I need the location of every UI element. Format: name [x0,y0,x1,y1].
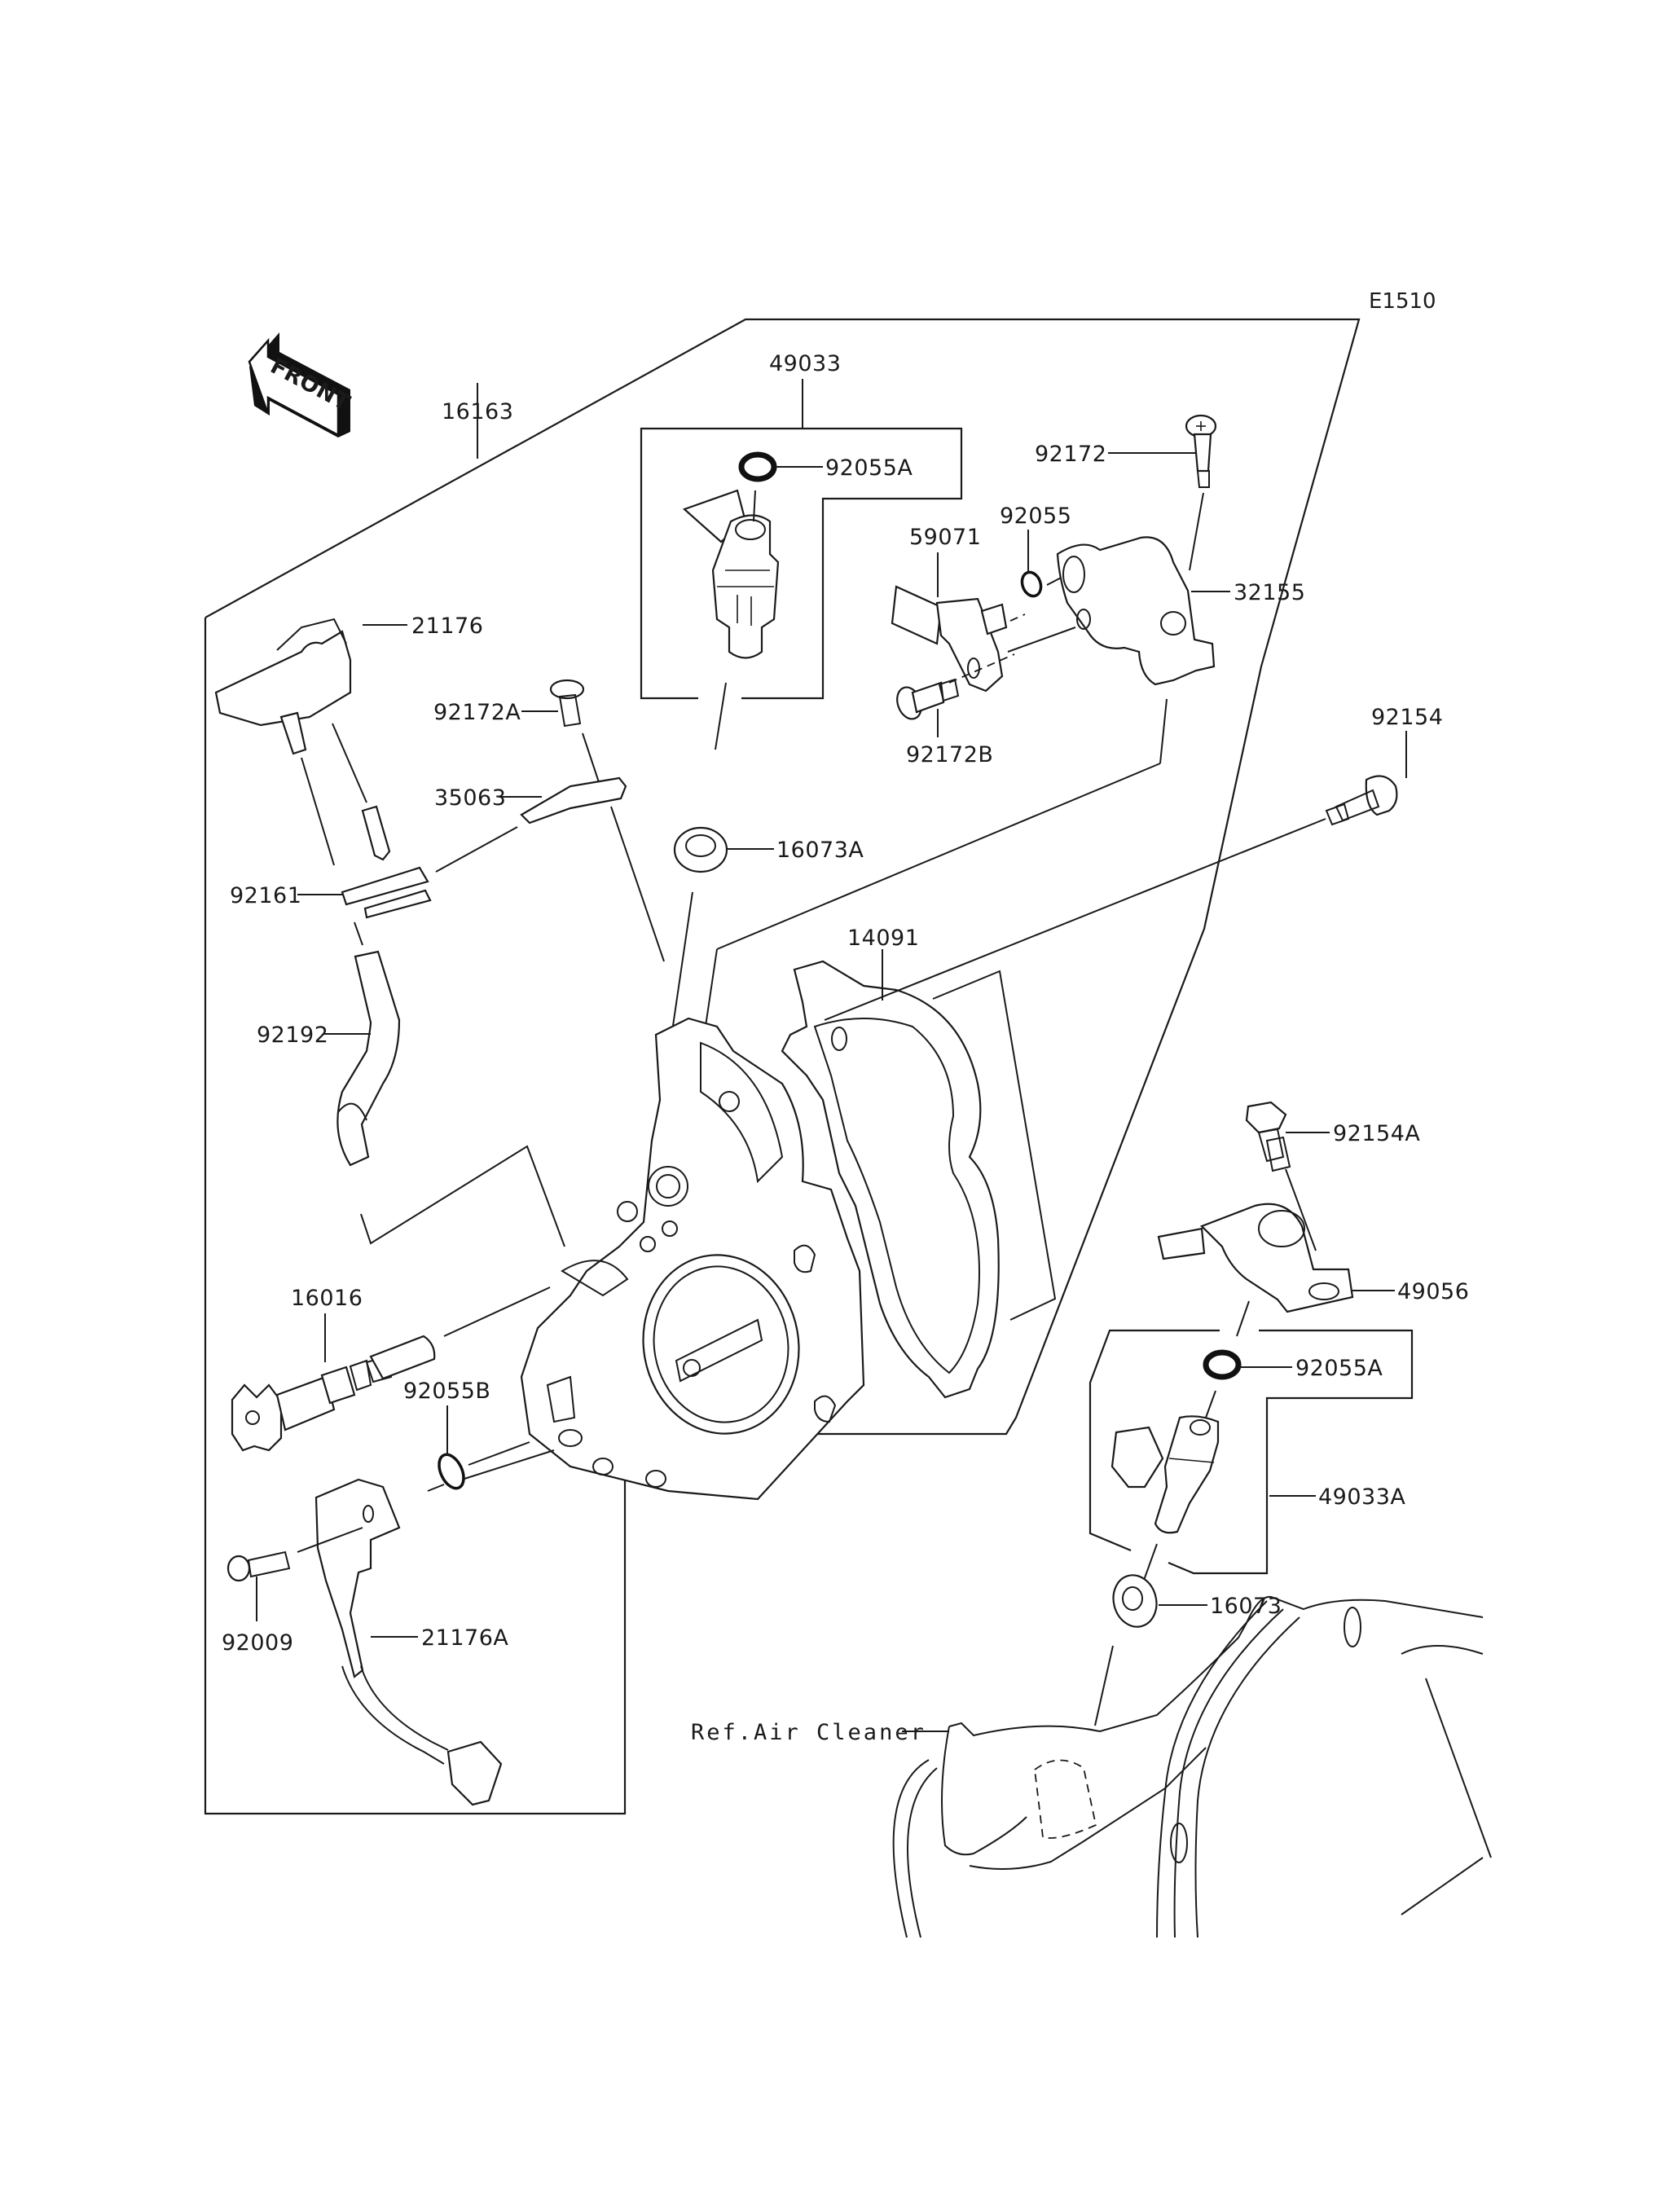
sensor-59071 [891,585,1008,693]
o-ring-92055a-upper [738,451,777,482]
callout-92154a[interactable]: 92154A [1333,1121,1420,1146]
callout-32155[interactable]: 32155 [1234,580,1305,605]
callout-49033[interactable]: 49033 [769,351,841,376]
bolt-92172 [1185,414,1217,488]
callout-35063[interactable]: 35063 [434,785,506,811]
callout-92055[interactable]: 92055 [1000,504,1071,529]
o-ring-92055b [438,1453,465,1490]
o-ring-92055a-lower [1203,1349,1242,1380]
callout-21176a[interactable]: 21176A [421,1625,508,1651]
callout-92154[interactable]: 92154 [1371,705,1443,730]
callout-92192[interactable]: 92192 [257,1023,328,1048]
bolt-92154 [1325,775,1398,826]
callout-16073[interactable]: 16073 [1210,1594,1282,1619]
callout-92172b[interactable]: 92172B [906,742,993,767]
ref-air-cleaner-label: Ref.Air Cleaner [691,1720,926,1745]
callout-16016[interactable]: 16016 [291,1286,363,1311]
callout-92009[interactable]: 92009 [222,1630,293,1656]
fitting-92161 [341,805,432,919]
injector-lower-group: 92055A 49033A [1088,1329,1414,1575]
callout-16073a[interactable]: 16073A [776,838,864,863]
callout-14091[interactable]: 14091 [847,926,919,951]
callout-49033a[interactable]: 49033A [1318,1484,1405,1510]
callout-92055a-upper[interactable]: 92055A [825,455,913,481]
assembly-outline [204,318,1361,1815]
callout-92172a[interactable]: 92172A [433,700,521,725]
air-cleaner-reference [892,1595,1492,1938]
screw-92172a [549,679,585,728]
fuel-injector-lower [1110,1415,1220,1534]
bolt-92154a [1245,1101,1291,1172]
o-ring-92055 [1020,570,1043,598]
callout-59071[interactable]: 59071 [909,525,981,550]
figure-code: E1510 [1369,289,1436,314]
front-arrow-icon: FRONT [248,332,354,438]
fitting-49056 [1157,1203,1354,1313]
callout-92055a-lower[interactable]: 92055A [1295,1356,1383,1381]
sensor-21176a [314,1478,503,1806]
sensor-16016 [231,1335,436,1452]
hose-92192 [336,950,401,1167]
screw-92172b [896,678,960,720]
injector-upper-group: 49033 92055A [640,351,963,750]
bolt-92009 [226,1550,291,1582]
callout-92055b[interactable]: 92055B [403,1379,490,1404]
bracket-32155 [1056,536,1216,686]
callout-21176[interactable]: 21176 [411,614,483,639]
fuel-injector-upper [682,489,780,659]
sensor-21176 [214,618,352,755]
throttle-body [520,1017,865,1501]
callout-49056[interactable]: 49056 [1397,1279,1469,1304]
cover-14091 [781,960,1000,1399]
callout-92161[interactable]: 92161 [230,883,301,908]
plate-35063 [520,776,627,825]
callout-92172[interactable]: 92172 [1035,442,1106,467]
cap-16073a [673,826,728,873]
cap-16073 [1112,1574,1158,1628]
callout-16163[interactable]: 16163 [442,399,513,424]
